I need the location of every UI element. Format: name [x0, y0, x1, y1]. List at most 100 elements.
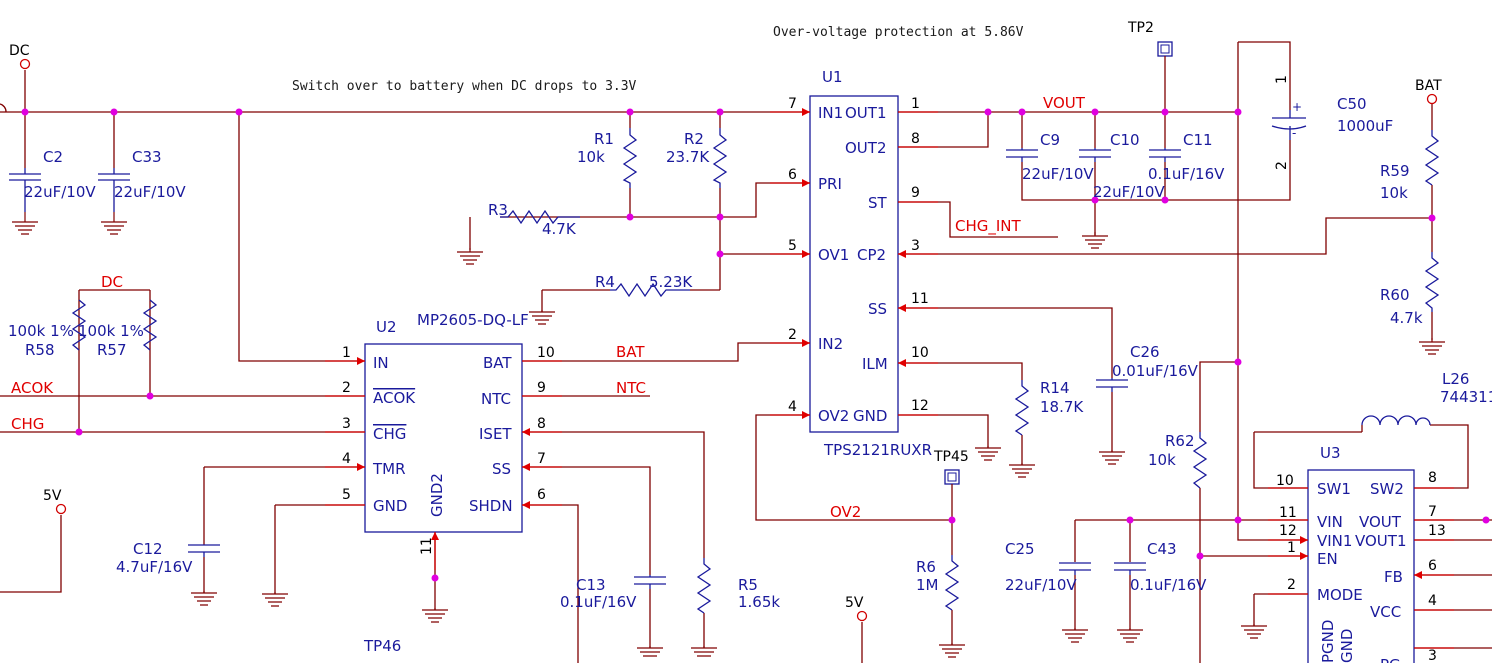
u2-pin-ss: SS — [492, 460, 511, 478]
u3-ref: U3 — [1320, 444, 1341, 462]
resistor-r14 — [1014, 380, 1030, 436]
u3-pin-num: 10 — [1276, 473, 1294, 489]
u3-pin-vout: VOUT — [1359, 513, 1402, 531]
r60-value: 4.7k — [1390, 309, 1423, 327]
u1-part: TPS2121RUXR — [823, 441, 932, 459]
ground-icon — [1241, 624, 1267, 639]
l26-ref: L26 — [1442, 370, 1469, 388]
u2-pin-num: 9 — [537, 380, 546, 396]
r59-value: 10k — [1380, 184, 1408, 202]
u1-pin-gnd: GND — [853, 407, 887, 425]
junctions — [21, 108, 1490, 582]
u2-ref: U2 — [376, 318, 397, 336]
u3-pin-num: 3 — [1428, 648, 1437, 663]
inductor-l26 — [1361, 415, 1431, 426]
wires — [0, 41, 1492, 663]
u3-pin-num: 12 — [1279, 523, 1297, 539]
capacitor-c26 — [1096, 378, 1128, 392]
dc-port-icon — [19, 58, 31, 70]
u3-pin-num: 11 — [1279, 505, 1297, 521]
c11-ref: C11 — [1183, 131, 1213, 149]
u3-body — [1307, 469, 1415, 663]
r60-ref: R60 — [1380, 286, 1410, 304]
r5-value: 1.65k — [738, 593, 780, 611]
r57-ref: R57 — [97, 341, 127, 359]
u3-pin-vout1: VOUT1 — [1355, 532, 1407, 550]
resistor-r60 — [1424, 252, 1440, 312]
bat-port-icon — [1426, 93, 1438, 105]
c2-value: 22uF/10V — [24, 183, 96, 201]
dc-net-label: DC — [101, 273, 123, 291]
u2-pin-ntc: NTC — [481, 390, 511, 408]
c25-value: 22uF/10V — [1005, 576, 1077, 594]
u2-pin-num: 2 — [342, 380, 351, 396]
u1-pin-in1: IN1 — [818, 104, 843, 122]
u1-body — [809, 95, 899, 433]
u2-body — [364, 343, 523, 533]
c43-value: 0.1uF/16V — [1130, 576, 1207, 594]
u1-pin-num: 3 — [911, 238, 920, 254]
u1-pin-ov1: OV1 — [818, 246, 849, 264]
svg-text:-: - — [1292, 126, 1296, 140]
ground-icon — [1009, 463, 1035, 478]
vout-net-label: VOUT — [1043, 94, 1086, 112]
ground-icon — [691, 646, 717, 657]
c43-ref: C43 — [1147, 540, 1177, 558]
r3-ref: R3 — [488, 201, 508, 219]
c26-ref: C26 — [1130, 343, 1160, 361]
capacitor-c25 — [1059, 562, 1091, 575]
resistor-r3 — [500, 209, 580, 225]
ground-icon — [975, 446, 1001, 461]
c12-value: 4.7uF/16V — [116, 558, 193, 576]
bat-net-label: BAT — [616, 343, 645, 361]
ground-icon — [1117, 628, 1143, 643]
tp45-pad — [944, 469, 960, 485]
u2-pin-bat: BAT — [483, 354, 512, 372]
ground-icon — [191, 591, 217, 606]
u2-pin-num: 3 — [342, 416, 351, 432]
ground-icon — [101, 212, 127, 235]
u3-pin-mode: MODE — [1317, 586, 1363, 604]
r14-ref: R14 — [1040, 379, 1070, 397]
tp46-label: TP46 — [363, 637, 401, 655]
u1-pin-num: 10 — [911, 345, 929, 361]
chg-net-label: CHG — [11, 415, 44, 433]
u2-pin-in: IN — [373, 354, 389, 372]
c12-ref: C12 — [133, 540, 163, 558]
u3-pin-num: 4 — [1428, 593, 1437, 609]
r2-ref: R2 — [684, 130, 704, 148]
capacitor-c43 — [1114, 562, 1146, 575]
resistor-r57 — [142, 299, 158, 351]
resistor-r2 — [712, 128, 728, 188]
u2-pin-num: 7 — [537, 451, 546, 467]
c10-value: 22uF/10V — [1093, 183, 1165, 201]
ground-icon — [1062, 628, 1088, 643]
c2-ref: C2 — [43, 148, 63, 166]
resistor-r5 — [696, 558, 712, 614]
u1-pin-pri: PRI — [818, 175, 842, 193]
c9-value: 22uF/10V — [1022, 165, 1094, 183]
capacitor-c2 — [9, 168, 41, 212]
r5-ref: R5 — [738, 576, 758, 594]
5v-port-icon — [856, 610, 868, 622]
u2-pin-num: 6 — [537, 487, 546, 503]
resistor-r62 — [1192, 432, 1208, 489]
r62-ref: R62 — [1165, 432, 1195, 450]
r4-value: 5.23K — [649, 273, 693, 291]
r58-value: 100k 1% — [8, 322, 74, 340]
chg-int-net-label: CHG_INT — [955, 217, 1022, 236]
u2-pin-num: 11 — [419, 537, 435, 555]
ground-icon — [457, 248, 483, 265]
c25-ref: C25 — [1005, 540, 1035, 558]
r59-ref: R59 — [1380, 162, 1410, 180]
r6-value: 1M — [916, 576, 939, 594]
u1-pin-num: 7 — [788, 96, 797, 112]
capacitors: + - — [9, 100, 1307, 589]
pin-arrows — [325, 108, 1454, 649]
resistor-r58 — [71, 299, 87, 351]
u3-pin-num: 2 — [1287, 577, 1296, 593]
u1-pin-ss: SS — [868, 300, 887, 318]
c10-ref: C10 — [1110, 131, 1140, 149]
capacitor-c12 — [188, 544, 220, 557]
